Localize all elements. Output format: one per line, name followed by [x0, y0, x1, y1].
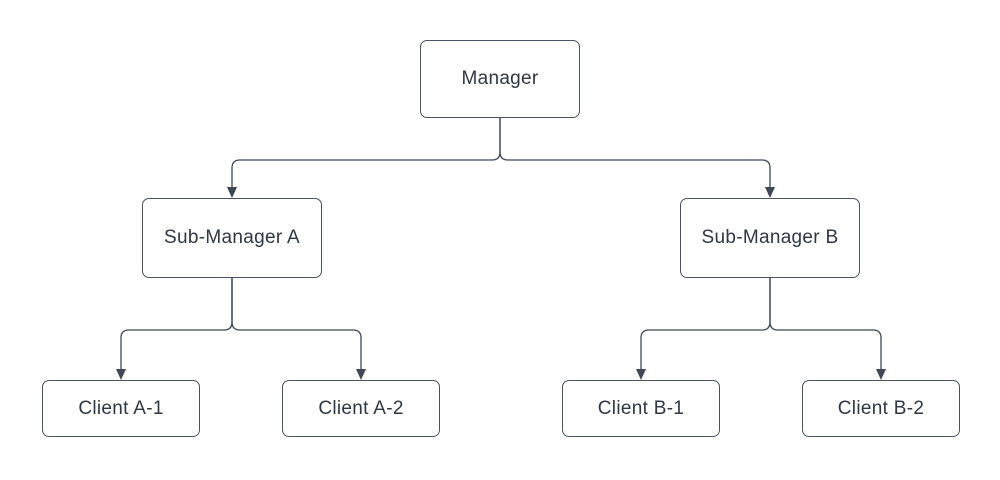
edge-sub-manager-b-client-b1[interactable] [640, 278, 771, 370]
node-client-b1-label: Client B-1 [597, 397, 685, 419]
node-manager-label: Manager [461, 68, 539, 89]
arrowhead-sub-manager-a [227, 187, 237, 198]
node-client-b1[interactable]: Client B-1 [562, 380, 720, 437]
node-client-a1[interactable]: Client A-1 [42, 380, 200, 437]
node-client-a2[interactable]: Client A-2 [282, 380, 440, 437]
edge-manager-sub-manager-b[interactable] [499, 118, 771, 188]
edge-manager-sub-manager-a[interactable] [231, 118, 501, 188]
node-client-a1-label: Client A-1 [78, 397, 164, 419]
node-client-b2-label: Client B-2 [837, 397, 925, 419]
node-client-a2-label: Client A-2 [318, 397, 404, 419]
node-client-b2[interactable]: Client B-2 [802, 380, 960, 437]
edge-sub-manager-b-client-b2[interactable] [769, 278, 882, 370]
edge-sub-manager-a-client-a2[interactable] [231, 278, 362, 370]
arrowhead-client-a1 [116, 369, 126, 380]
node-sub-manager-a-label: Sub-Manager A [164, 227, 300, 248]
node-sub-manager-b[interactable]: Sub-Manager B [680, 198, 860, 278]
arrowhead-client-b1 [636, 369, 646, 380]
arrowhead-sub-manager-b [765, 187, 775, 198]
edge-sub-manager-a-client-a1[interactable] [120, 278, 233, 370]
node-manager[interactable]: Manager [420, 40, 580, 118]
arrowhead-client-a2 [356, 369, 366, 380]
node-sub-manager-b-label: Sub-Manager B [701, 227, 839, 248]
node-sub-manager-a[interactable]: Sub-Manager A [142, 198, 322, 278]
arrowhead-client-b2 [876, 369, 886, 380]
